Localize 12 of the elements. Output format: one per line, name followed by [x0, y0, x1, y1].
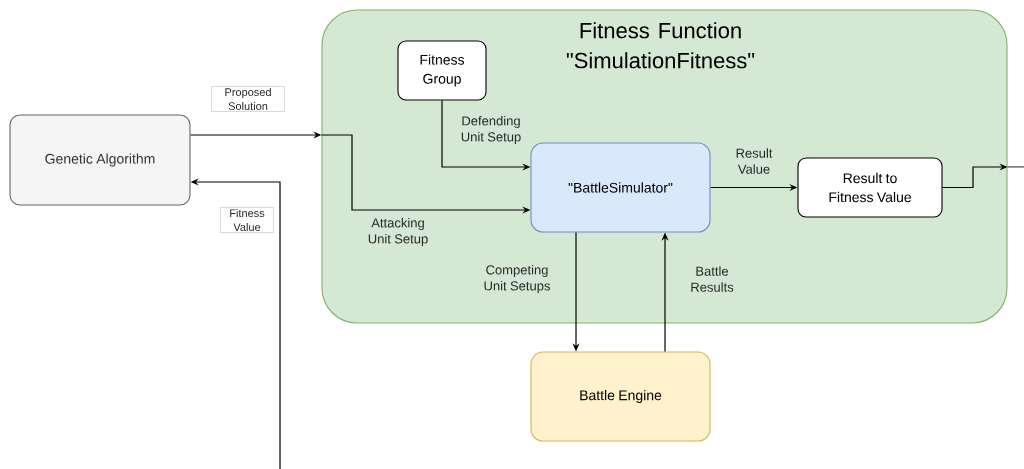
process-box: Battle Engine — [530, 351, 711, 442]
process-box: Genetic Algorithm — [9, 114, 191, 206]
process-box: Result to Fitness Value — [797, 157, 943, 218]
edge-label: Result Value — [736, 148, 773, 174]
edge-label: Competing Unit Setups — [484, 264, 550, 294]
edge-label: Defending Unit Setup — [461, 115, 521, 145]
process-box: Fitness Group — [397, 40, 487, 101]
process-box: "BattleSimulator" — [530, 142, 711, 233]
edge-label: Battle Results — [691, 266, 734, 292]
edge-label: Fitness Value — [220, 207, 274, 233]
edge-label: Proposed Solution — [211, 86, 285, 112]
edge-label: Attacking Unit Setup — [368, 217, 428, 247]
